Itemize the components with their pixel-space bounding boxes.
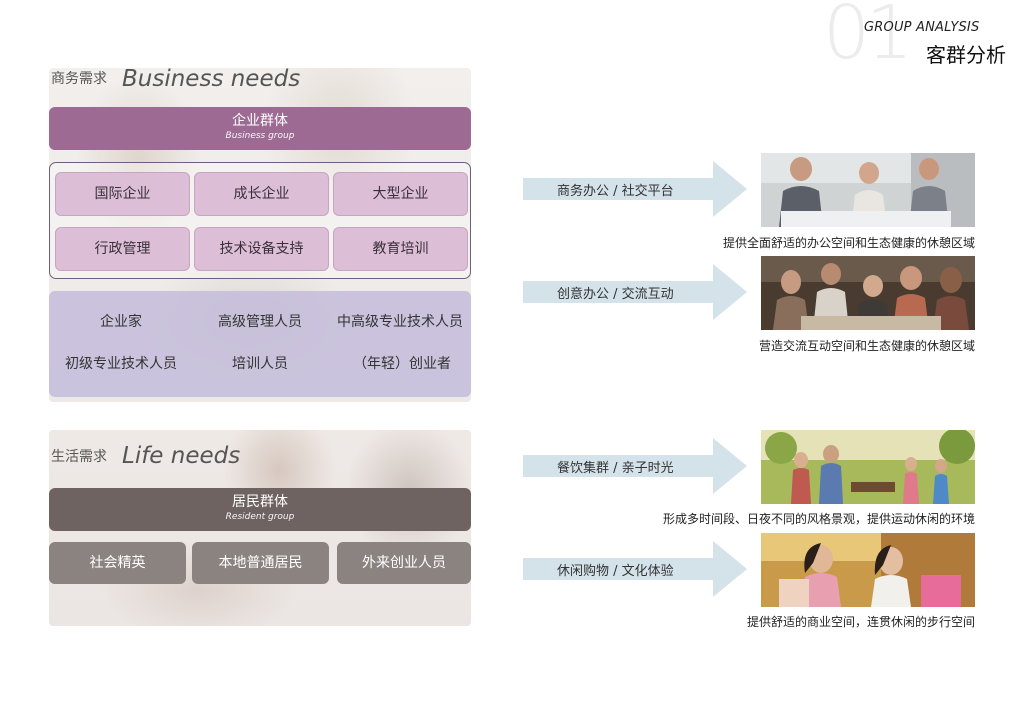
feature-arrow-label: 商务办公 / 社交平台 (557, 184, 674, 199)
office-meeting-photo (761, 153, 975, 227)
feature-arrow: 创意办公 / 交流互动 (523, 264, 747, 320)
life-section-zh: 生活需求 (51, 449, 107, 465)
shopping-photo (761, 533, 975, 607)
person-type: 高级管理人员 (218, 314, 302, 330)
resident-type-cell: 本地普通居民 (192, 542, 329, 584)
feature-arrow: 餐饮集群 / 亲子时光 (523, 438, 747, 494)
page-number: 01 (823, 0, 913, 76)
person-type: 培训人员 (232, 356, 288, 372)
person-type: 企业家 (100, 314, 142, 330)
resident-group-en: Resident group (225, 512, 295, 522)
family-picnic-photo (761, 430, 975, 504)
grid-cell: 行政管理 (55, 227, 190, 271)
business-people-panel: 企业家 高级管理人员 中高级专业技术人员 初级专业技术人员 培训人员 （年轻）创… (49, 291, 471, 397)
grid-cell: 技术设备支持 (194, 227, 329, 271)
resident-group-bar: 居民群体 Resident group (49, 488, 471, 531)
arrow-shape-icon (523, 438, 747, 494)
grid-cell: 大型企业 (333, 172, 468, 216)
creative-team-photo (761, 256, 975, 330)
grid-cell: 国际企业 (55, 172, 190, 216)
header-title-en: GROUP ANALYSIS (864, 20, 980, 35)
person-type: （年轻）创业者 (353, 356, 451, 372)
grid-cell: 成长企业 (194, 172, 329, 216)
arrow-shape-icon (523, 264, 747, 320)
feature-caption: 提供全面舒适的办公空间和生态健康的休憩区域 (722, 236, 975, 250)
business-group-zh: 企业群体 (232, 113, 288, 129)
header-title-zh: 客群分析 (926, 43, 1006, 67)
enterprise-type-grid: 国际企业 成长企业 大型企业 行政管理 技术设备支持 教育培训 (49, 162, 471, 279)
resident-type-cell: 社会精英 (49, 542, 186, 584)
feature-arrow-label: 创意办公 / 交流互动 (557, 287, 674, 302)
business-group-en: Business group (225, 131, 295, 141)
feature-arrow: 休闲购物 / 文化体验 (523, 541, 747, 597)
arrow-shape-icon (523, 541, 747, 597)
person-type: 初级专业技术人员 (65, 356, 177, 372)
resident-group-zh: 居民群体 (232, 494, 288, 510)
feature-arrow-label: 休闲购物 / 文化体验 (557, 564, 674, 579)
feature-caption: 形成多时间段、日夜不同的风格景观，提供运动休闲的环境 (662, 512, 975, 526)
business-group-bar: 企业群体 Business group (49, 107, 471, 150)
arrow-shape-icon (523, 161, 747, 217)
feature-arrow-label: 餐饮集群 / 亲子时光 (557, 461, 674, 476)
feature-caption: 营造交流互动空间和生态健康的休憩区域 (758, 339, 975, 353)
feature-arrow: 商务办公 / 社交平台 (523, 161, 747, 217)
person-type: 中高级专业技术人员 (337, 314, 463, 330)
resident-type-cell: 外来创业人员 (337, 542, 471, 584)
business-section-zh: 商务需求 (51, 71, 107, 87)
grid-cell: 教育培训 (333, 227, 468, 271)
business-section-en: Business needs (122, 66, 301, 92)
feature-caption: 提供舒适的商业空间，连贯休闲的步行空间 (746, 615, 975, 629)
life-section-en: Life needs (122, 443, 241, 469)
